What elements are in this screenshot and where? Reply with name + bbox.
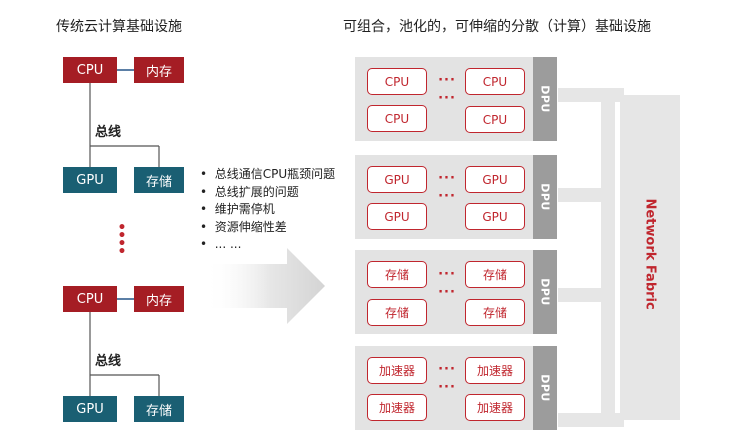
- dpu-1: DPU: [533, 57, 557, 141]
- memory-box-2: 内存: [134, 286, 184, 312]
- pool-cell: GPU: [465, 166, 525, 193]
- pool-cell: GPU: [367, 203, 427, 230]
- pool-cell: 存储: [367, 261, 427, 288]
- issue-item: • 维护需停机: [200, 202, 275, 216]
- pool-cell: GPU: [465, 203, 525, 230]
- pool-cell: CPU: [465, 68, 525, 95]
- pool-cell: 加速器: [465, 357, 525, 384]
- dpu-3: DPU: [533, 250, 557, 334]
- pool-dots: ···: [438, 73, 456, 88]
- transition-arrow: [205, 248, 325, 324]
- gpu-box-2: GPU: [63, 396, 117, 422]
- bus-label-1: 总线: [95, 125, 122, 140]
- pool-cell: GPU: [367, 166, 427, 193]
- issue-item: • 总线通信CPU瓶颈问题: [200, 167, 336, 181]
- pool-cell: CPU: [367, 105, 427, 132]
- issue-item: • ... ...: [200, 237, 242, 251]
- pool-cell: 加速器: [367, 394, 427, 421]
- storage-box-1: 存储: [134, 167, 184, 193]
- pool-cell: CPU: [465, 106, 525, 133]
- right-title: 可组合，池化的，可伸缩的分散（计算）基础设施: [343, 19, 651, 35]
- pool-cell: 存储: [465, 299, 525, 326]
- cpu-box-2: CPU: [63, 286, 117, 312]
- pool-dots: ···: [438, 362, 456, 377]
- pool-dots: ···: [438, 285, 456, 300]
- pool-dots: ···: [438, 380, 456, 395]
- pool-dots: ···: [438, 171, 456, 186]
- pool-cell: 存储: [367, 299, 427, 326]
- issue-item: • 资源伸缩性差: [200, 219, 287, 234]
- pool-dots: ···: [438, 189, 456, 204]
- pool-cell: 加速器: [367, 357, 427, 384]
- issues-list: • 总线通信CPU瓶颈问题 • 总线扩展的问题 • 维护需停机 • 资源伸缩性差…: [200, 166, 335, 254]
- pool-dots: ···: [438, 91, 456, 106]
- pool-dots: ···: [438, 267, 456, 282]
- vertical-ellipsis: ••••: [117, 220, 127, 260]
- pool-cell: 存储: [465, 261, 525, 288]
- dpu-4: DPU: [533, 346, 557, 430]
- network-fabric-label: Network Fabric: [642, 198, 658, 310]
- issue-item: • 总线扩展的问题: [200, 184, 299, 199]
- pool-cell: 加速器: [465, 394, 525, 421]
- dpu-2: DPU: [533, 155, 557, 239]
- left-title: 传统云计算基础设施: [56, 19, 182, 35]
- pool-cell: CPU: [367, 68, 427, 95]
- cpu-box-1: CPU: [63, 57, 117, 83]
- memory-box-1: 内存: [134, 57, 184, 83]
- storage-box-2: 存储: [134, 396, 184, 422]
- gpu-box-1: GPU: [63, 167, 117, 193]
- bus-label-2: 总线: [95, 354, 122, 369]
